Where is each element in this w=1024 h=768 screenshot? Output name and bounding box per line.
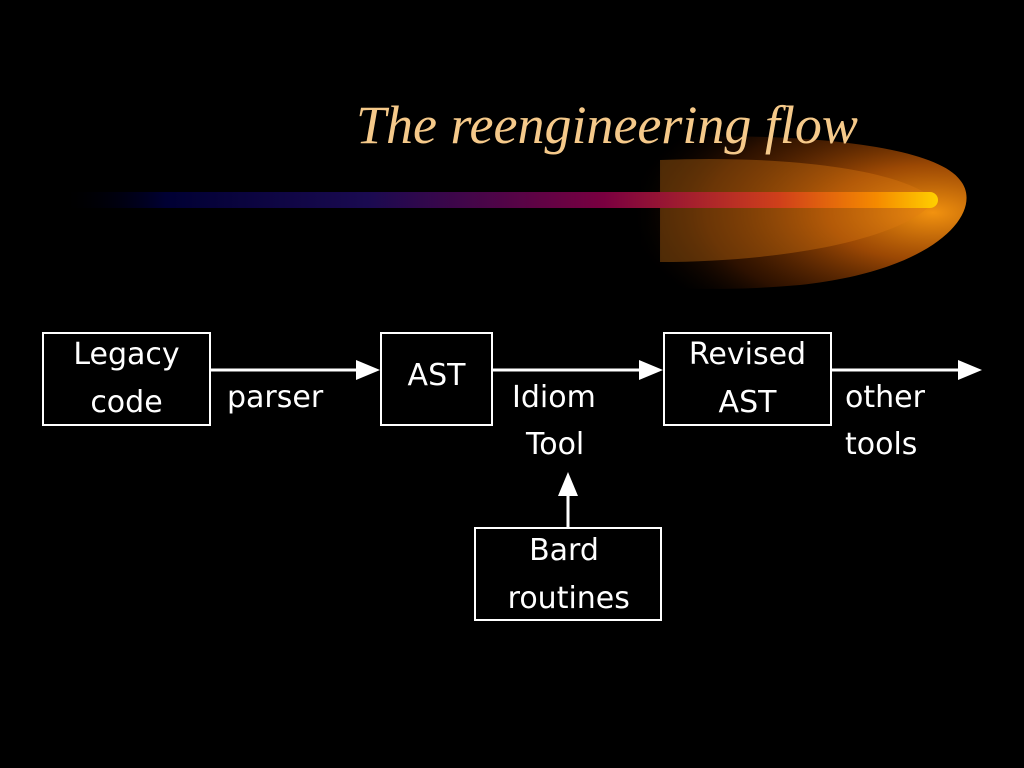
idiom-tool-line1: Idiom: [512, 380, 596, 415]
other-tools-line2: tools: [845, 427, 918, 462]
legacy-code-line2: code: [90, 385, 163, 420]
bard-routines-line1: Bard: [529, 533, 599, 568]
ast-box: [380, 332, 493, 426]
other-tools-arrowhead: [958, 360, 982, 380]
parser-arrowhead: [356, 360, 380, 380]
other-tools-line1: other: [845, 380, 925, 415]
idiom-tool-line2: Tool: [526, 427, 585, 462]
slide-title: The reengineering flow: [356, 95, 858, 155]
revised-ast-line1: Revised: [688, 337, 807, 372]
bard-routines-line2: routines: [498, 581, 630, 616]
idiom-tool-arrowhead: [639, 360, 663, 380]
bard-arrowhead: [558, 472, 578, 496]
bard-routines-box: [474, 527, 662, 621]
revised-ast-box: [663, 332, 832, 426]
legacy-code-box: [42, 332, 211, 426]
ast-label: AST: [407, 358, 466, 393]
revised-ast-line2: AST: [718, 385, 777, 420]
comet-tail: [60, 192, 938, 208]
parser-label: parser: [227, 380, 324, 415]
legacy-code-line1: Legacy: [73, 337, 180, 372]
